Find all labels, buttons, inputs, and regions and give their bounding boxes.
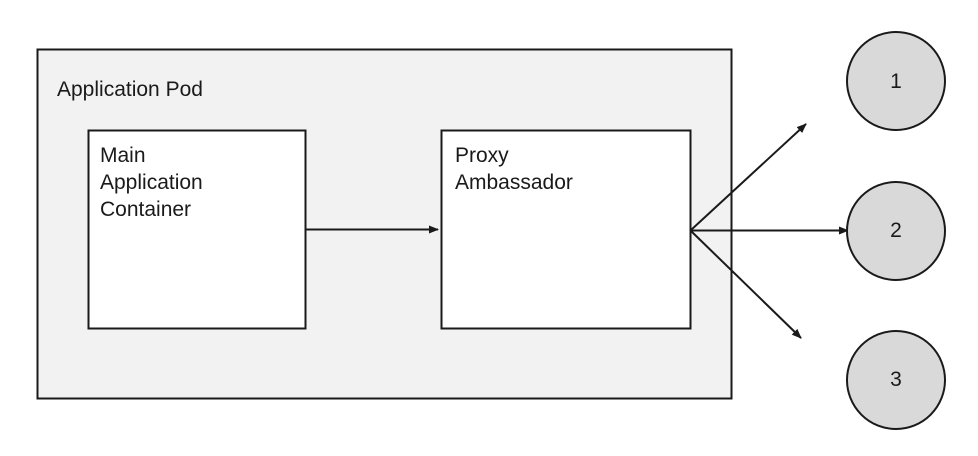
external-node-2-circle (846, 181, 946, 281)
connector-proxy-to-node-1 (690, 123, 807, 231)
external-node-3-label: 3 (890, 368, 902, 391)
external-node-1-label: 1 (890, 70, 902, 93)
external-node-1-circle (846, 31, 946, 131)
proxy-ambassador-box (440, 129, 692, 330)
external-node-3-circle (846, 330, 946, 430)
connector-proxy-to-node-3 (690, 230, 802, 339)
main-application-container-box (87, 129, 307, 330)
external-node-2-label: 2 (890, 219, 902, 242)
